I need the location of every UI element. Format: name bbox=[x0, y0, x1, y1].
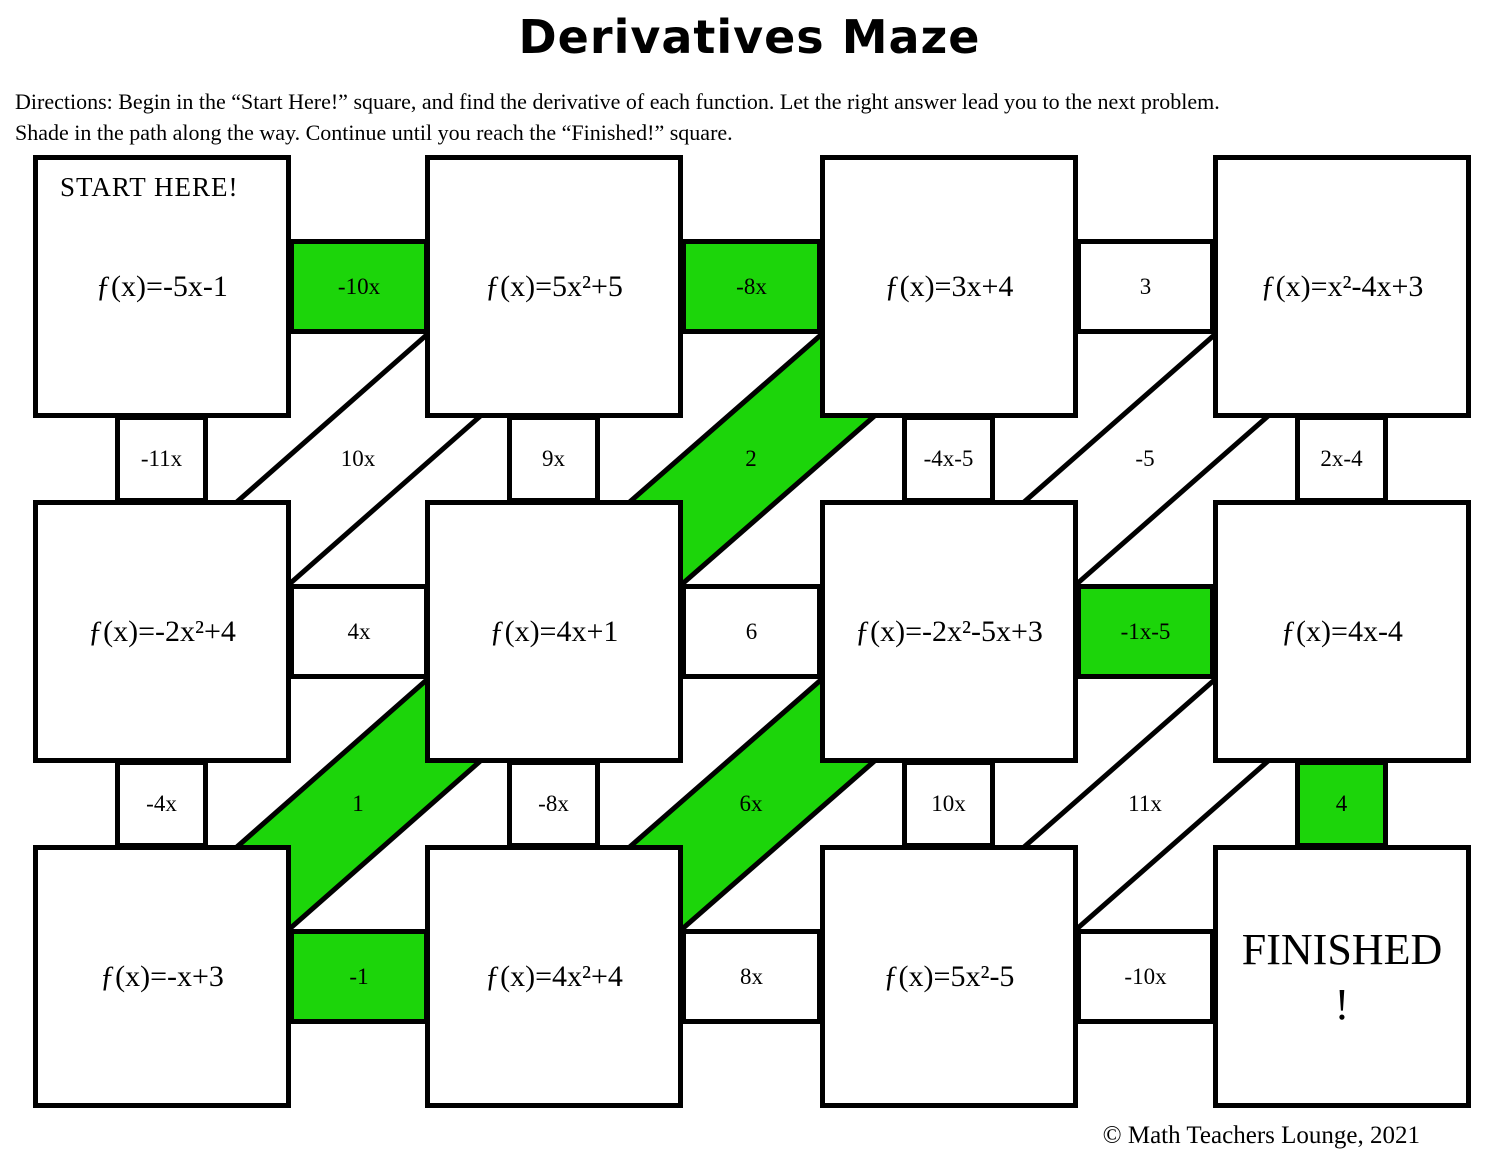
function-formula: ƒ(x)=-2x²+4 bbox=[88, 614, 236, 648]
answer-connector-v-g2-c4: 4 bbox=[1295, 760, 1388, 848]
maze-box-r1c3: ƒ(x)=3x+4 bbox=[820, 155, 1078, 418]
maze-box-r3c3: ƒ(x)=5x²-5 bbox=[820, 845, 1078, 1108]
function-formula: ƒ(x)=4x²+4 bbox=[485, 959, 623, 993]
answer-connector-h-r3-c3c4: -10x bbox=[1076, 929, 1215, 1024]
directions-line-2: Shade in the path along the way. Continu… bbox=[15, 120, 733, 145]
answer-label: 10x bbox=[340, 446, 376, 471]
directions-line-1: Directions: Begin in the “Start Here!” s… bbox=[15, 89, 1220, 114]
finished-label: FINISHED ! bbox=[1242, 922, 1442, 1032]
answer-connector-h-r1-c1c2: -10x bbox=[289, 239, 429, 334]
answer-label: 4x bbox=[347, 618, 371, 644]
maze-box-r1c2: ƒ(x)=5x²+5 bbox=[425, 155, 683, 418]
answer-connector-h-r1-c3c4: 3 bbox=[1076, 239, 1215, 334]
maze-box-r2c4: ƒ(x)=4x-4 bbox=[1213, 500, 1471, 763]
function-formula: ƒ(x)=5x²-5 bbox=[883, 959, 1015, 993]
answer-label: -8x bbox=[736, 273, 767, 299]
answer-label: 1 bbox=[352, 791, 364, 816]
answer-label: -11x bbox=[140, 446, 183, 471]
maze-box-r3c2: ƒ(x)=4x²+4 bbox=[425, 845, 683, 1108]
answer-connector-h-r2-c2c3: 6 bbox=[681, 584, 822, 679]
answer-label: 4 bbox=[1335, 791, 1348, 816]
answer-label: 9x bbox=[542, 446, 565, 471]
answer-label: -10x bbox=[337, 273, 381, 299]
page-title: Derivatives Maze bbox=[518, 10, 981, 64]
maze-box-start: START HERE! ƒ(x)=-5x-1 bbox=[33, 155, 291, 418]
start-here-label: START HERE! bbox=[60, 172, 239, 202]
answer-label: 11x bbox=[1128, 791, 1162, 816]
answer-connector-v-g2-c1: -4x bbox=[115, 760, 208, 848]
function-formula: ƒ(x)=3x+4 bbox=[884, 269, 1014, 303]
function-formula: ƒ(x)=4x-4 bbox=[1281, 614, 1403, 648]
answer-connector-h-r2-c3c4: -1x-5 bbox=[1076, 584, 1215, 679]
function-formula: ƒ(x)=x²-4x+3 bbox=[1260, 269, 1424, 303]
answer-label: 6x bbox=[739, 791, 763, 816]
answer-connector-h-r1-c2c3: -8x bbox=[681, 239, 822, 334]
maze-box-r1c4: ƒ(x)=x²-4x+3 bbox=[1213, 155, 1471, 418]
answer-label: 2 bbox=[745, 446, 757, 471]
finished-exclamation: ! bbox=[1334, 979, 1350, 1029]
function-formula: ƒ(x)=-x+3 bbox=[100, 959, 224, 993]
answer-label: -1 bbox=[349, 963, 369, 989]
answer-connector-h-r3-c2c3: 8x bbox=[681, 929, 822, 1024]
answer-label: -10x bbox=[1124, 963, 1167, 989]
function-formula: ƒ(x)=-2x²-5x+3 bbox=[855, 614, 1043, 648]
answer-connector-v-g1-c4: 2x-4 bbox=[1295, 415, 1388, 503]
answer-label: 10x bbox=[931, 791, 966, 816]
copyright-notice: © Math Teachers Lounge, 2021 bbox=[1102, 1122, 1420, 1149]
answer-label: 3 bbox=[1139, 273, 1152, 299]
answer-label: 8x bbox=[740, 963, 763, 989]
function-formula: ƒ(x)=-5x-1 bbox=[96, 269, 228, 303]
function-formula: ƒ(x)=4x+1 bbox=[489, 614, 619, 648]
maze-box-r2c3: ƒ(x)=-2x²-5x+3 bbox=[820, 500, 1078, 763]
answer-label: -4x bbox=[146, 791, 177, 816]
maze-box-r2c2: ƒ(x)=4x+1 bbox=[425, 500, 683, 763]
answer-connector-v-g2-c2: -8x bbox=[507, 760, 600, 848]
answer-label: -4x-5 bbox=[923, 446, 974, 471]
answer-connector-h-r3-c1c2: -1 bbox=[289, 929, 429, 1024]
answer-connector-v-g2-c3: 10x bbox=[902, 760, 995, 848]
answer-label: -1x-5 bbox=[1120, 618, 1171, 644]
answer-label: 6 bbox=[745, 618, 758, 644]
directions: Directions: Begin in the “Start Here!” s… bbox=[15, 86, 1485, 148]
answer-label: -8x bbox=[538, 791, 569, 816]
answer-connector-v-g1-c2: 9x bbox=[507, 415, 600, 503]
answer-connector-h-r2-c1c2: 4x bbox=[289, 584, 429, 679]
finished-text: FINISHED bbox=[1241, 924, 1443, 974]
maze-box-r3c1: ƒ(x)=-x+3 bbox=[33, 845, 291, 1108]
function-formula: ƒ(x)=5x²+5 bbox=[485, 269, 623, 303]
answer-connector-v-g1-c3: -4x-5 bbox=[902, 415, 995, 503]
maze-box-finished: FINISHED ! bbox=[1213, 845, 1471, 1108]
maze-box-r2c1: ƒ(x)=-2x²+4 bbox=[33, 500, 291, 763]
answer-label: -5 bbox=[1135, 446, 1155, 471]
answer-label: 2x-4 bbox=[1320, 446, 1363, 471]
answer-connector-v-g1-c1: -11x bbox=[115, 415, 208, 503]
